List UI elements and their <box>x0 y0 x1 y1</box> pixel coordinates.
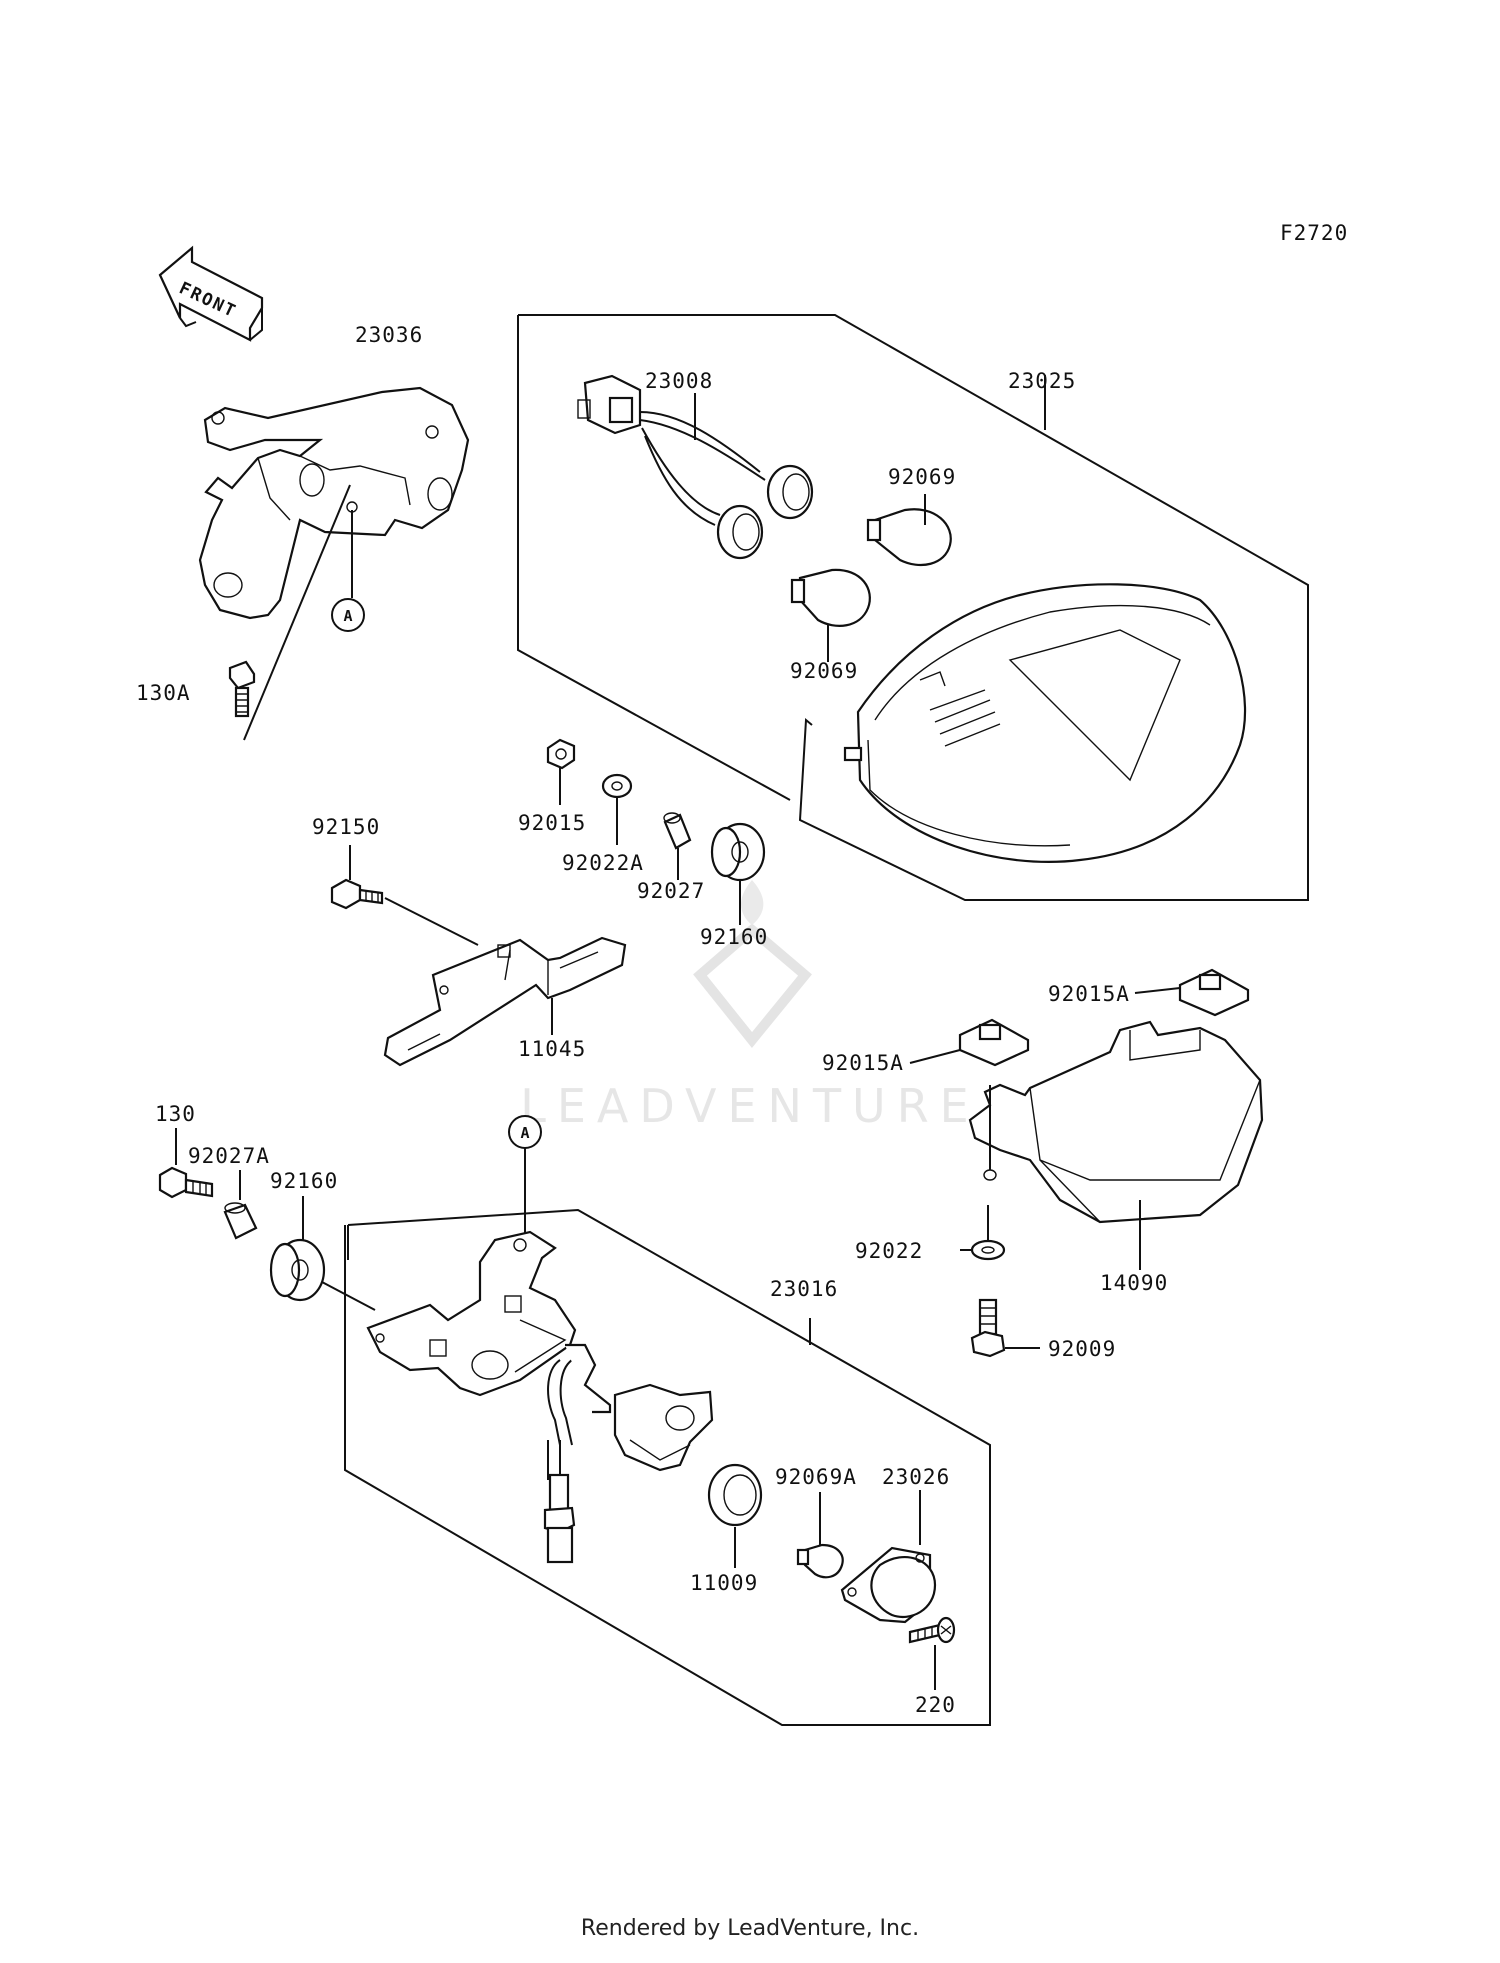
front-arrow-icon: FRONT <box>158 245 264 342</box>
part-number: 92160 <box>270 1169 338 1193</box>
nut-92015 <box>546 738 576 770</box>
bolt-92150 <box>330 878 384 910</box>
part-number: 23026 <box>882 1465 950 1489</box>
callout-a-letter-lower: A <box>520 1124 529 1142</box>
license-light-assembly-outline <box>344 1208 991 1726</box>
part-number: 23016 <box>770 1277 838 1301</box>
license-light-base <box>366 1230 577 1397</box>
tail-light-bracket <box>198 386 470 620</box>
screw-220 <box>908 1616 956 1644</box>
tail-light-lens <box>843 583 1247 863</box>
figure-code: F2720 <box>1280 221 1348 245</box>
callout-a-letter: A <box>343 607 352 625</box>
part-number: 92022 <box>855 1239 923 1263</box>
part-number: 92015A <box>1048 982 1130 1006</box>
license-light-lens <box>840 1546 937 1624</box>
collar-92027 <box>663 812 692 850</box>
washer-92022 <box>970 1239 1006 1261</box>
part-number: 92069 <box>888 465 956 489</box>
part-number: 92150 <box>312 815 380 839</box>
callout-a-upper: A <box>331 598 365 632</box>
gasket-11009 <box>707 1463 763 1527</box>
part-number: 130A <box>136 681 191 705</box>
part-number: 92160 <box>700 925 768 949</box>
watermark: LEADVENTURE <box>520 880 980 1133</box>
license-light-socket <box>543 1343 714 1564</box>
footer-credit: Rendered by LeadVenture, Inc. <box>580 1916 920 1941</box>
part-number: 92015A <box>822 1051 904 1075</box>
bolt-130 <box>158 1166 214 1199</box>
socket-harness <box>577 374 814 560</box>
clip-nut-92015a-right <box>1178 968 1250 1017</box>
part-number: 92027A <box>188 1144 270 1168</box>
part-number: 11009 <box>690 1571 758 1595</box>
clip-nut-92015a-left <box>958 1018 1030 1067</box>
part-number: 14090 <box>1100 1271 1168 1295</box>
part-number: 23025 <box>1008 369 1076 393</box>
part-number: 220 <box>915 1693 956 1717</box>
part-number: 23036 <box>355 323 423 347</box>
collar-92027a <box>223 1202 258 1240</box>
bolt-92009 <box>970 1298 1006 1358</box>
grommet-92160-upper <box>710 822 766 882</box>
bolt-130a <box>228 660 256 718</box>
part-number: 92027 <box>637 879 705 903</box>
bulb-92069-lower <box>790 568 871 627</box>
part-number: 92009 <box>1048 1337 1116 1361</box>
grommet-92160-lower <box>269 1238 326 1302</box>
washer-92022a <box>601 773 633 799</box>
callout-a-lower: A <box>508 1115 542 1149</box>
bulb-92069a <box>796 1543 844 1579</box>
bulb-92069-upper <box>866 508 952 567</box>
license-light-case <box>968 1020 1264 1224</box>
part-number: 11045 <box>518 1037 586 1061</box>
watermark-text: LEADVENTURE <box>520 1079 980 1133</box>
part-number: 92069 <box>790 659 858 683</box>
part-number: 92022A <box>562 851 644 875</box>
part-number: 23008 <box>645 369 713 393</box>
tail-light-assembly-outline <box>517 314 1309 901</box>
part-number: 130 <box>155 1102 196 1126</box>
part-number: 92069A <box>775 1465 857 1489</box>
license-bracket <box>383 936 627 1067</box>
part-number: 92015 <box>518 811 586 835</box>
